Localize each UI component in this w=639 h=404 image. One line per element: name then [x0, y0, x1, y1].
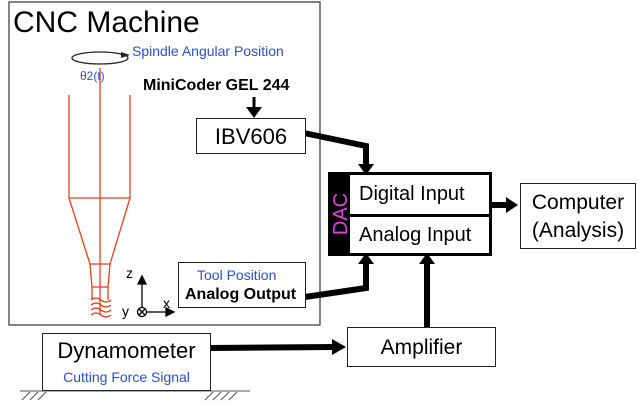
cnc-machine-frame [8, 1, 321, 326]
daq-box: DAC Digital Input Analog Input [328, 172, 492, 256]
analog-output-label: Analog Output [185, 286, 297, 303]
theta-label: θ2(t) [80, 69, 105, 83]
coordinate-axes-icon [136, 274, 176, 318]
cnc-machine-title: CNC Machine [13, 6, 200, 39]
ibv606-label: IBV606 [214, 124, 288, 149]
dac-side-bar: DAC [329, 175, 352, 253]
encoder-label: MiniCoder GEL 244 [143, 77, 290, 94]
ibv606-box: IBV606 [196, 118, 306, 154]
tool-position-label: Tool Position [197, 267, 277, 283]
tool-position-box: Tool Position Analog Output [178, 262, 306, 308]
amplifier-label: Amplifier [380, 336, 463, 359]
dynamometer-label: Dynamometer [57, 338, 196, 363]
computer-analysis-label: (Analysis) [531, 219, 625, 242]
axis-z-label: z [126, 265, 133, 281]
analog-input-label: Analog Input [359, 224, 472, 246]
dynamometer-to-amplifier-connector [209, 339, 346, 355]
computer-label: Computer [531, 191, 625, 214]
ground-hatching [20, 390, 250, 401]
computer-box: Computer (Analysis) [520, 183, 636, 249]
ibv-to-digital-input-connector [303, 130, 374, 175]
cutting-tool-drawing [68, 68, 131, 318]
daq-to-computer-connector [490, 197, 518, 213]
amplifier-to-analog-input-connector [419, 253, 435, 327]
analog-output-to-analog-input-connector [304, 253, 374, 300]
axis-y-label: y [122, 303, 129, 319]
dac-label: DAC [329, 192, 352, 236]
axis-x-label: x [163, 295, 170, 311]
digital-input-label: Digital Input [359, 183, 465, 205]
encoder-arrow [246, 97, 262, 118]
cutting-force-signal-label: Cutting Force Signal [63, 369, 190, 385]
amplifier-box: Amplifier [347, 327, 496, 367]
daq-divider [350, 214, 489, 217]
dynamometer-box: Dynamometer Cutting Force Signal [42, 333, 211, 391]
spindle-rotation-icon [71, 51, 130, 65]
spindle-angular-position-label: Spindle Angular Position [132, 43, 284, 59]
